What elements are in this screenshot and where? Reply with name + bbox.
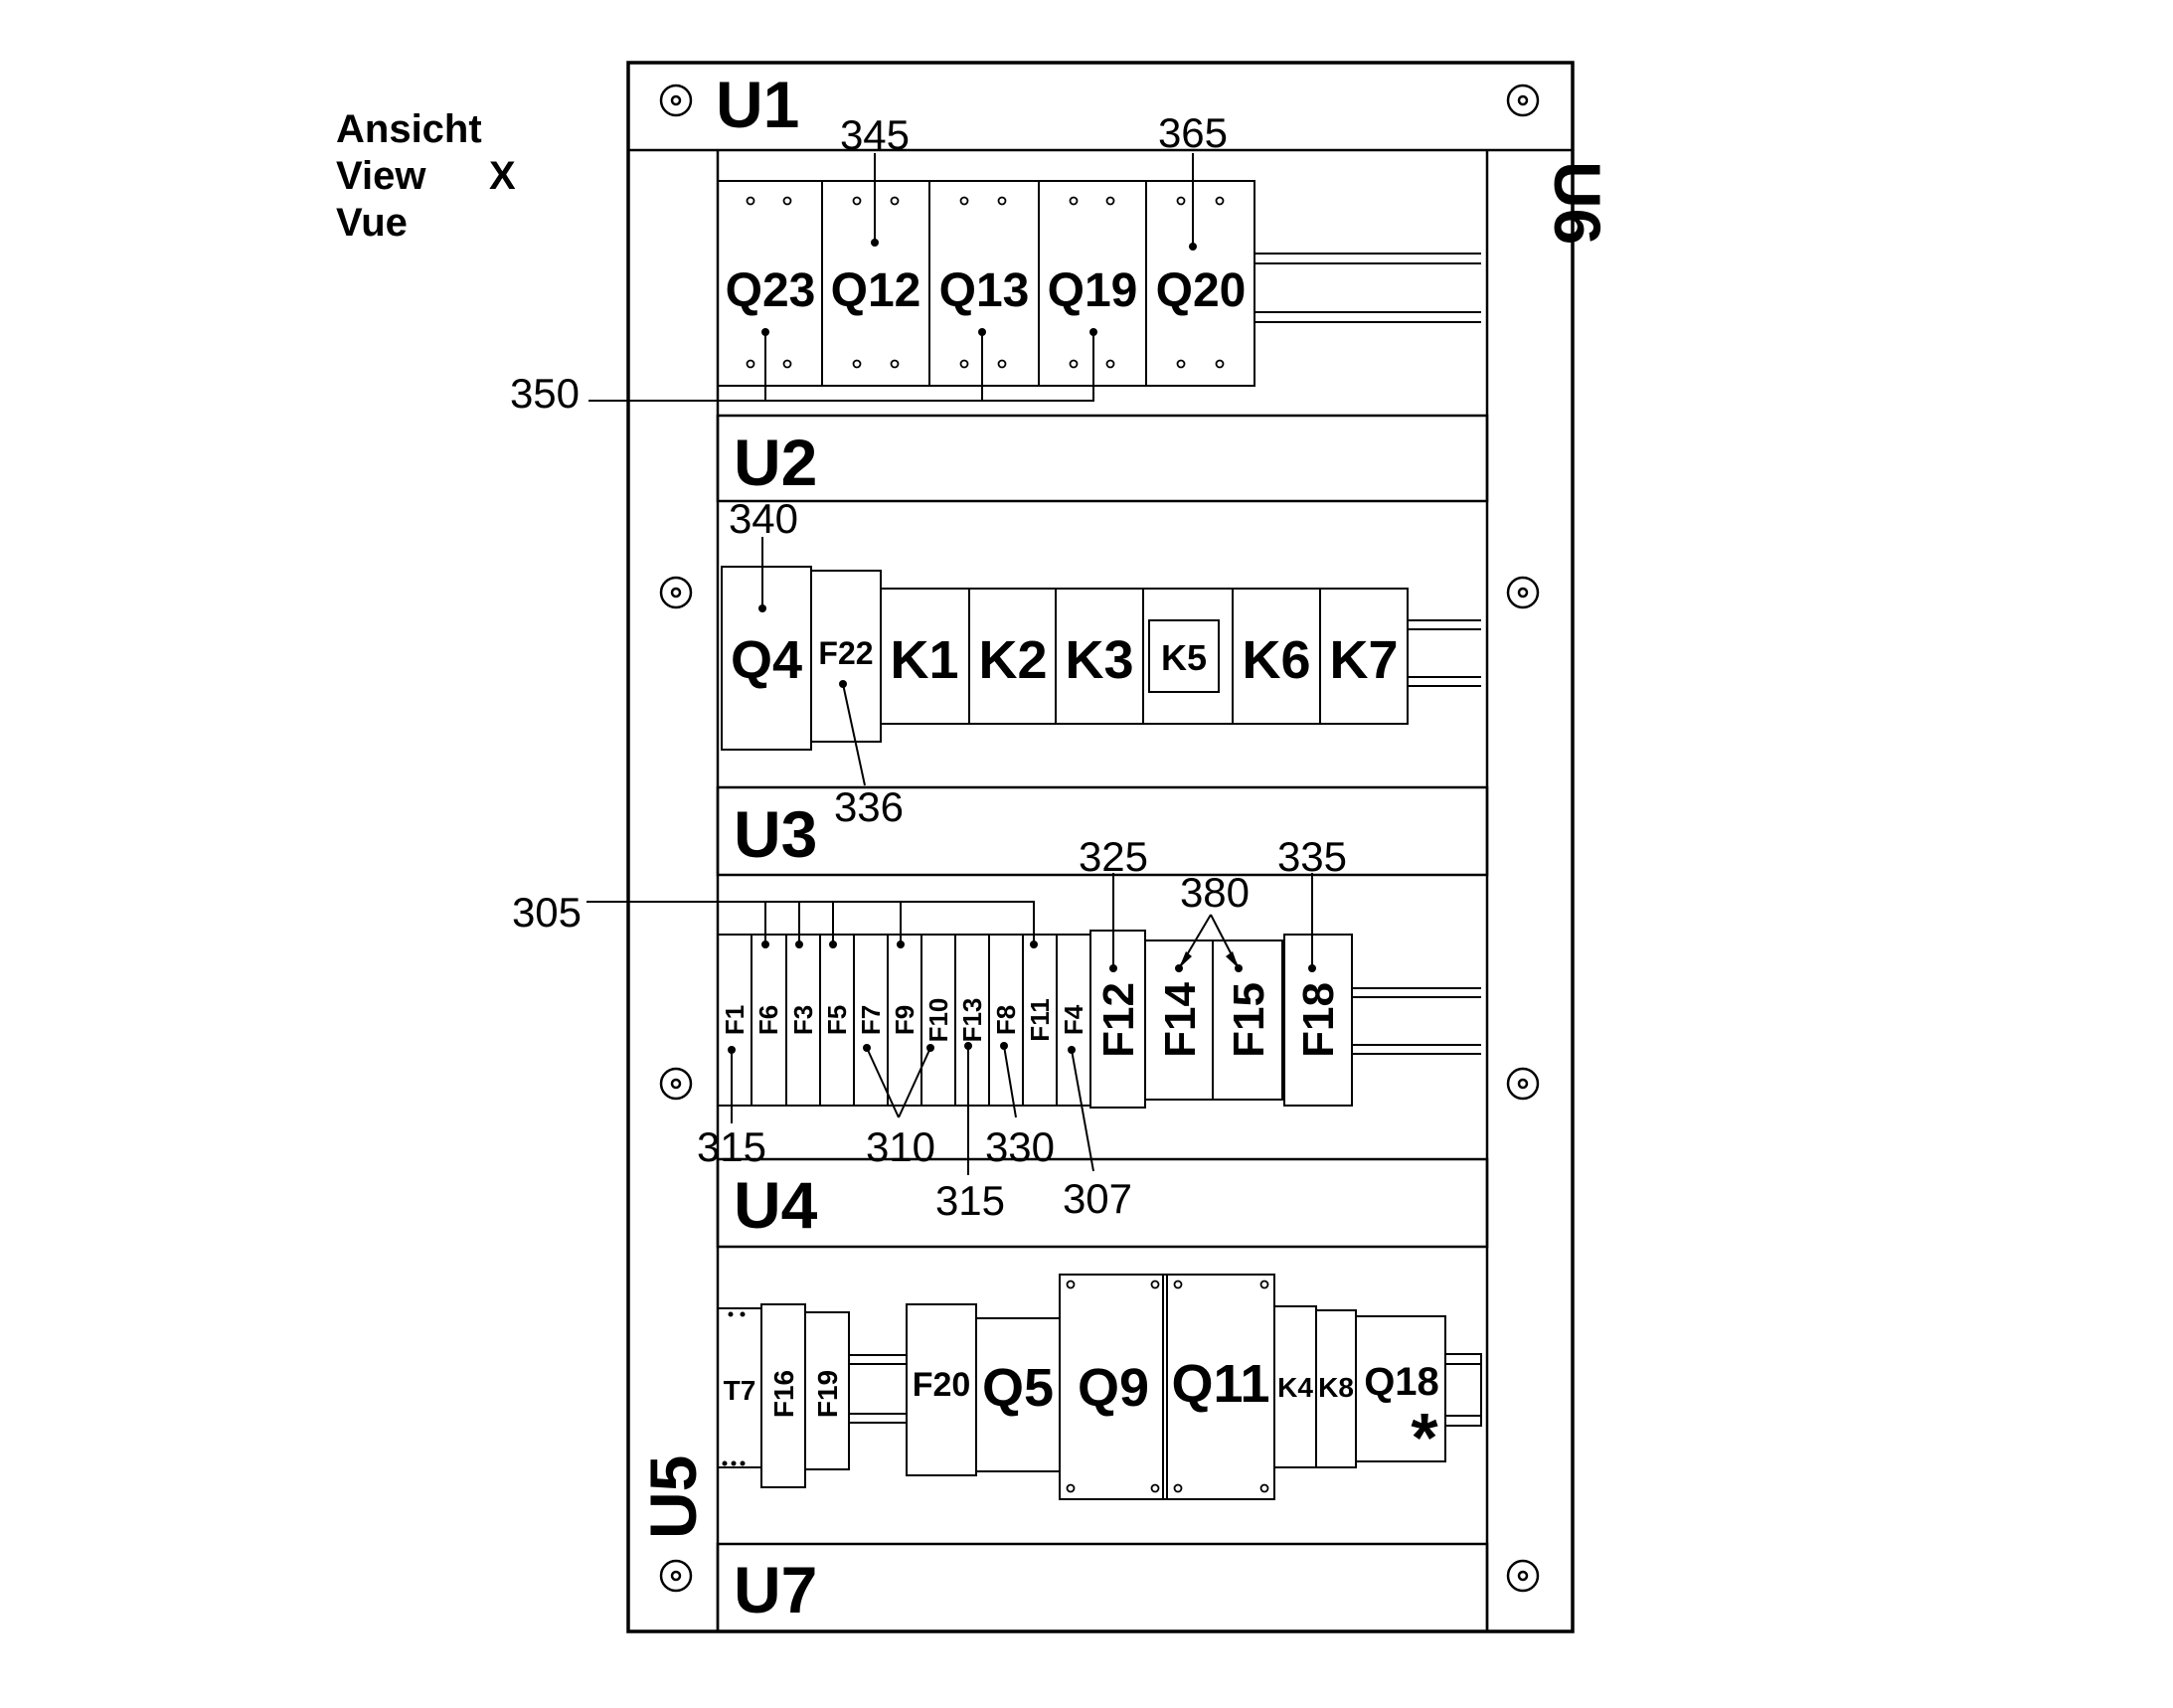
device-k6: K6: [1242, 630, 1310, 690]
device-q12: Q12: [831, 264, 921, 317]
device-q18: Q18: [1364, 1360, 1439, 1404]
arrow-head-f14: [1179, 951, 1192, 968]
row1-terminal-dots: [746, 196, 1225, 369]
device-q23: Q23: [726, 264, 816, 317]
arrow-head-f15: [1226, 951, 1239, 968]
device-q5: Q5: [982, 1358, 1054, 1418]
device-k8: K8: [1318, 1372, 1354, 1403]
fuse-f1: F1: [720, 1005, 750, 1035]
ref-330: 330: [985, 1123, 1055, 1170]
leader-lines: [586, 153, 1313, 1175]
caption-view-marker: X: [489, 154, 516, 198]
asterisk-marker: *: [1411, 1399, 1438, 1476]
fuse-f14: F14: [1156, 982, 1205, 1058]
fuse-f10: F10: [923, 998, 953, 1043]
fuse-f6: F6: [753, 1005, 783, 1035]
unit-label-u7: U7: [734, 1553, 817, 1626]
unit-label-u4: U4: [734, 1168, 818, 1242]
ref-305: 305: [512, 889, 582, 936]
device-k3: K3: [1065, 630, 1133, 690]
fuse-f15: F15: [1225, 982, 1273, 1058]
device-k5: K5: [1161, 637, 1207, 678]
ref-380: 380: [1180, 869, 1250, 916]
unit-label-u1: U1: [716, 68, 799, 141]
rail-u4: [716, 1157, 1489, 1249]
ref-315-b: 315: [935, 1177, 1005, 1224]
device-q19: Q19: [1048, 264, 1138, 317]
unit-label-u6: U6: [1541, 161, 1614, 245]
row2-devices: [721, 566, 1481, 751]
fuse-f12: F12: [1094, 982, 1143, 1058]
device-k2: K2: [978, 630, 1047, 690]
rail-u3: [716, 785, 1489, 877]
device-q9: Q9: [1078, 1358, 1149, 1418]
device-k1: K1: [890, 630, 958, 690]
unit-label-u3: U3: [734, 797, 817, 871]
device-q20: Q20: [1156, 264, 1247, 317]
ref-307: 307: [1063, 1175, 1132, 1222]
mounting-screws: [659, 84, 1540, 1593]
device-q11: Q11: [1171, 1354, 1269, 1414]
caption-view: View: [336, 154, 426, 198]
device-k4: K4: [1277, 1372, 1313, 1403]
fuse-f5: F5: [822, 1005, 852, 1035]
device-k7: K7: [1329, 630, 1398, 690]
ref-335: 335: [1277, 833, 1347, 880]
fuse-f3: F3: [788, 1005, 818, 1035]
fuse-f7: F7: [856, 1005, 886, 1035]
ref-315-a: 315: [697, 1123, 766, 1170]
unit-label-u5: U5: [636, 1455, 710, 1539]
rail-u7: [716, 1542, 1489, 1633]
fuse-f13: F13: [957, 998, 987, 1043]
device-f16: F16: [768, 1370, 799, 1418]
row4-devices: [717, 1274, 1482, 1500]
device-f22: F22: [818, 635, 873, 671]
device-t7: T7: [724, 1375, 756, 1406]
device-f20: F20: [913, 1366, 971, 1404]
row4-terminal-dots: [1066, 1280, 1269, 1493]
device-f19: F19: [812, 1370, 843, 1418]
t7-dots: [722, 1311, 746, 1466]
rail-u2: [716, 414, 1489, 503]
fuse-f9: F9: [890, 1005, 919, 1035]
ref-325: 325: [1079, 833, 1148, 880]
row3-fuses: [717, 930, 1481, 1109]
device-q13: Q13: [939, 264, 1030, 317]
ref-350: 350: [510, 370, 580, 417]
ref-310: 310: [866, 1123, 935, 1170]
device-q4: Q4: [731, 630, 802, 690]
fuse-f11: F11: [1025, 998, 1055, 1041]
fuse-f4: F4: [1059, 1004, 1088, 1035]
leader-endpoints: [728, 239, 1316, 1054]
fuse-f8: F8: [991, 1005, 1021, 1035]
fuse-f18: F18: [1294, 982, 1343, 1058]
caption-ansicht: Ansicht: [336, 107, 482, 151]
ref-336: 336: [834, 783, 904, 830]
ref-345: 345: [840, 111, 910, 158]
ref-365: 365: [1158, 109, 1228, 156]
caption-vue: Vue: [336, 201, 408, 245]
unit-label-u2: U2: [734, 426, 817, 499]
ref-340: 340: [729, 495, 798, 542]
row1-breakers: [717, 180, 1481, 387]
